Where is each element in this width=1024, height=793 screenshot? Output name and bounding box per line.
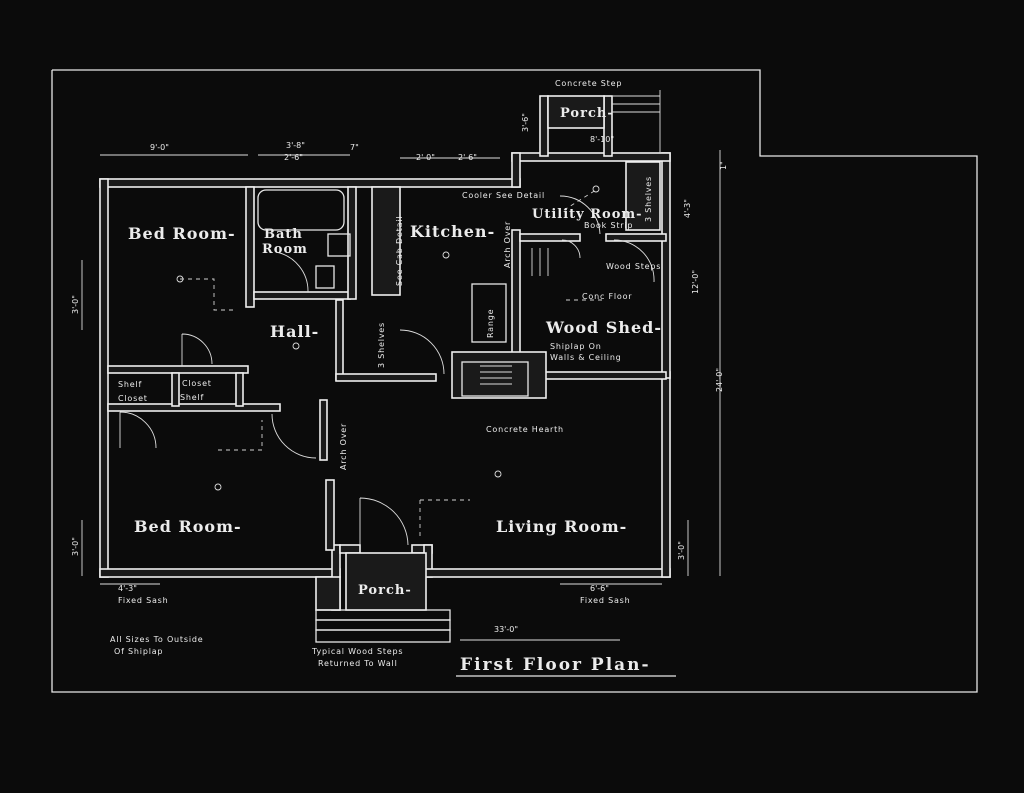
label-shelf-2: Shelf [180,393,204,402]
dim-3-0-left-upper: 3'-0" [71,295,80,314]
label-book-strip: Book Strip [584,221,633,230]
interior-walls [107,161,667,551]
label-wood-steps-note-2: Returned To Wall [318,659,398,668]
dim-9-0: 9'-0" [150,143,169,152]
label-see-cab-detail: See Cab Detail [395,216,404,286]
label-all-sizes-1: All Sizes To Outside [110,635,203,644]
dim-4-3b: 4'-3" [118,584,137,593]
dim-24-0: 24'-0" [715,368,724,392]
hearth-outline [461,361,529,397]
dim-2-0: 2'-0" [416,153,435,162]
label-cooler-see-detail: Cooler See Detail [462,191,545,200]
label-conc-floor: Conc Floor [582,292,632,301]
label-shelves-hall: 3 Shelves [377,322,386,368]
dim-2-6b: 2'-6" [458,153,477,162]
electrical-dashes [180,189,606,540]
dim-3-0-right: 3'-0" [677,541,686,560]
room-bath-room-line2: Room [262,242,308,257]
dim-3-8: 3'-8" [286,141,305,150]
fixtures [257,189,549,397]
room-bath-room-line1: Bath [264,227,303,242]
door-swings [119,195,655,546]
room-bed-room-1: Bed Room- [128,224,236,243]
dim-3-0-left-lower: 3'-0" [71,537,80,556]
room-kitchen: Kitchen- [410,222,495,241]
label-arch-over-kitchen: Arch Over [503,221,512,268]
label-concrete-hearth: Concrete Hearth [486,425,564,434]
dim-33-0: 33'-0" [494,625,518,634]
label-arch-over-hall: Arch Over [339,423,348,470]
bathtub [257,189,345,231]
dim-1: 1" [719,161,728,170]
room-utility-room: Utility Room- [532,207,643,222]
room-living-room: Living Room- [496,517,627,536]
label-concrete-step: Concrete Step [555,79,622,88]
dim-8-10: 8'-10" [590,135,614,144]
toilet [315,265,335,289]
room-porch-bottom: Porch- [358,583,412,598]
label-fixed-sash-left: Fixed Sash [118,596,169,605]
label-fixed-sash-right: Fixed Sash [580,596,631,605]
range-outline [471,283,507,343]
drawing-title: First Floor Plan- [460,655,651,675]
room-wood-shed: Wood Shed- [545,318,662,337]
room-porch-top: Porch- [560,106,614,121]
room-bed-room-2: Bed Room- [134,517,242,536]
dim-7: 7" [350,143,359,152]
label-range: Range [486,309,495,338]
label-closet-1: Closet [182,379,212,388]
lavatory [327,233,351,257]
label-all-sizes-2: Of Shiplap [114,647,163,656]
label-shelves-utility: 3 Shelves [644,176,653,222]
label-closet-2: Closet [118,394,148,403]
label-shiplap-2: Walls & Ceiling [550,353,622,362]
dimension-lines [81,150,721,677]
label-wood-steps: Wood Steps [606,262,661,271]
room-hall: Hall- [270,322,319,341]
dim-2-6a: 2'-6" [284,153,303,162]
dim-4-3a: 4'-3" [683,199,692,218]
label-shiplap-1: Shiplap On [550,342,602,351]
sheet-border [51,69,978,693]
dim-12-0: 12'-0" [691,270,700,294]
label-shelf-1: Shelf [118,380,142,389]
dim-6-6: 6'-6" [590,584,609,593]
label-wood-steps-note-1: Typical Wood Steps [311,647,403,656]
porch-steps [315,90,661,643]
dim-3-6: 3'-6" [521,113,530,132]
